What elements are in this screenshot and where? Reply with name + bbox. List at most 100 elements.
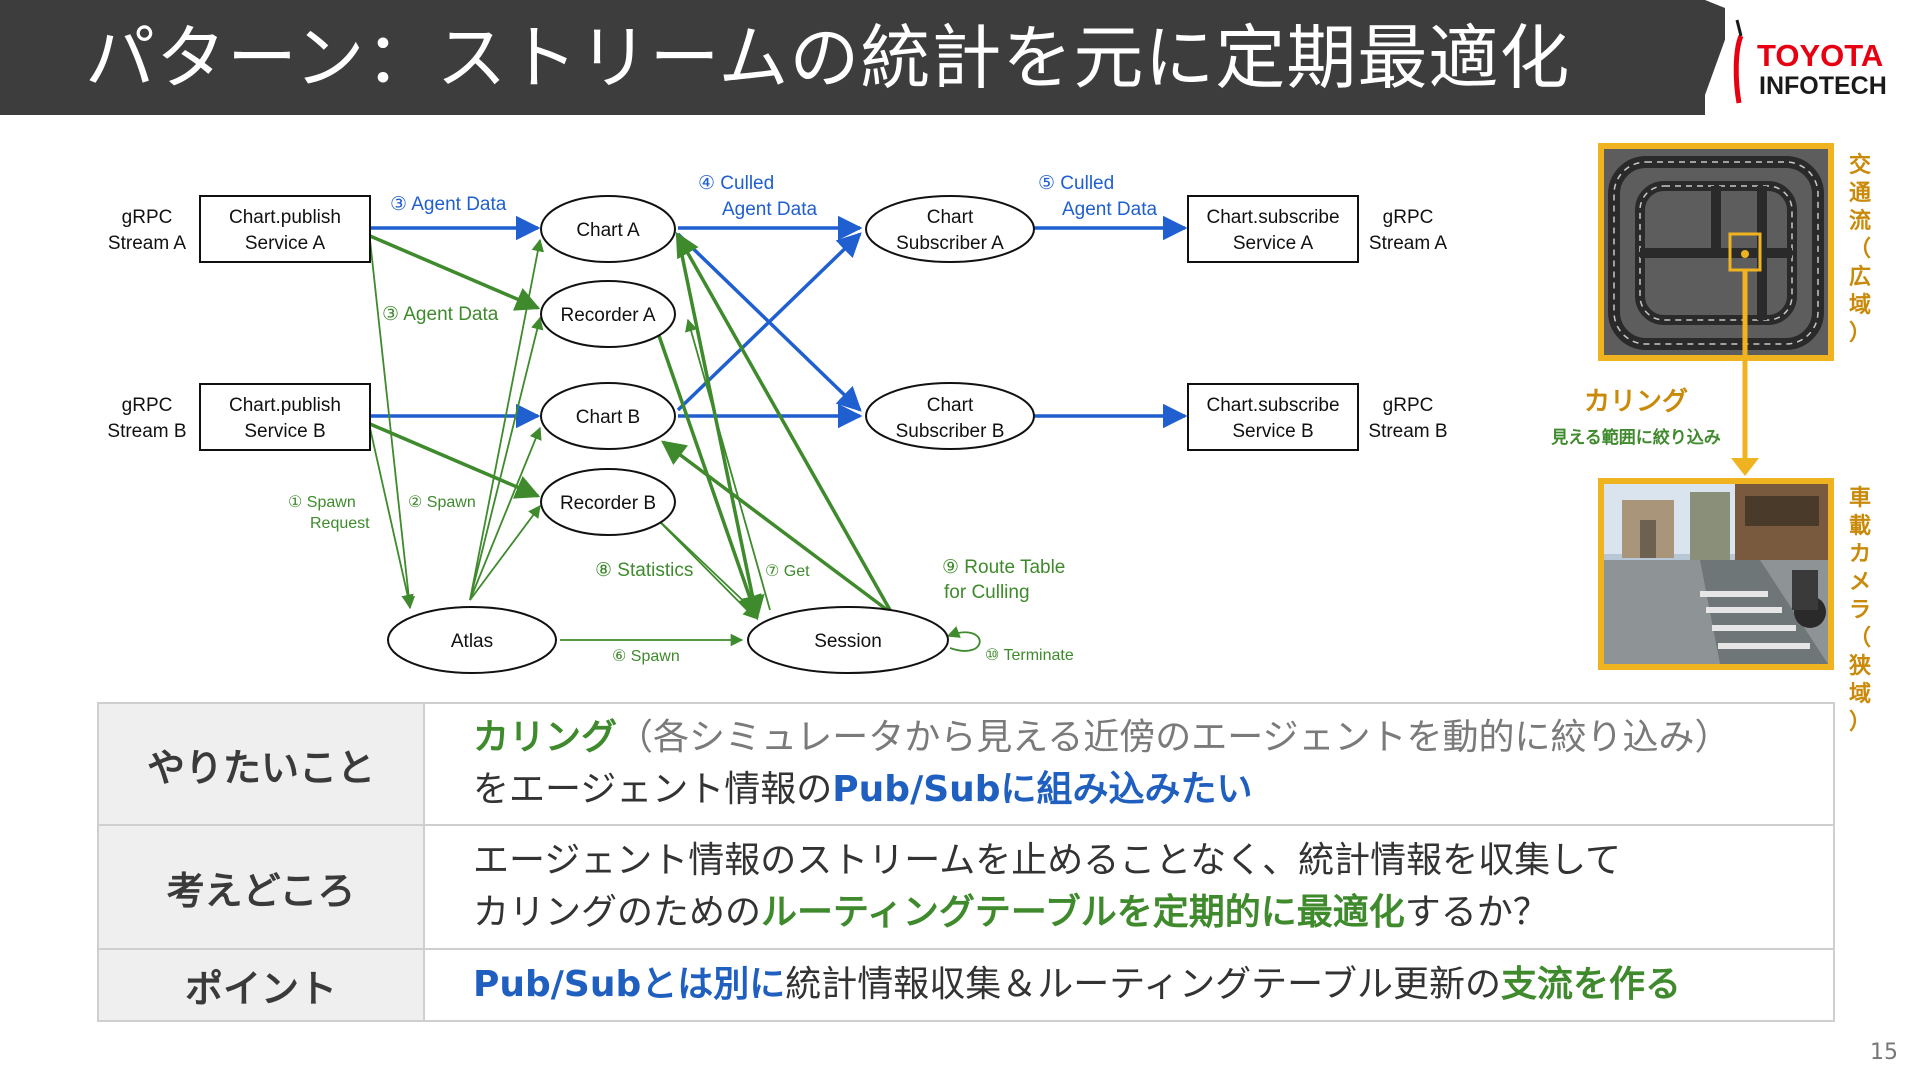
subscriber-a-node	[865, 195, 1035, 263]
publish-service-a-box	[199, 195, 371, 263]
green-thick-arrows	[369, 231, 892, 621]
grpc-stream-b-right-l1: gRPC	[1383, 395, 1434, 416]
label-route-table-l2: for Culling	[944, 582, 1030, 603]
chart-a-node	[540, 195, 676, 263]
table-row: ポイント Pub/Subとは別に統計情報収集＆ルーティングテーブル更新の支流を作…	[97, 948, 1835, 1022]
grpc-stream-a-right-l1: gRPC	[1383, 207, 1434, 228]
row-header-consideration: 考えどころ	[97, 824, 425, 950]
arrow-atlas-spawn-chart-b	[469, 426, 542, 601]
chart-b-label: Chart B	[576, 407, 640, 428]
row-header-goal: やりたいこと	[97, 702, 425, 826]
logo-line1: TOYOTA	[1757, 38, 1883, 73]
goal-line2: をエージェント情報のPub/Subに組み込みたい	[473, 764, 1832, 816]
label-get: ⑦ Get	[765, 563, 810, 580]
title-bar: パターン：ストリームの統計を元に定期最適化	[0, 0, 1725, 115]
label-terminate: ⑩ Terminate	[985, 647, 1074, 664]
subscriber-b-l1: Chart	[927, 395, 974, 416]
points-table: やりたいこと カリング（各シミュレータから見える近傍のエージェントを動的に絞り込…	[97, 702, 1835, 1022]
grpc-stream-b-left-l2: Stream B	[107, 421, 186, 442]
narrow-label-8: ）	[1849, 710, 1871, 735]
logo-swoosh	[1733, 35, 1744, 104]
subscribe-b-l1: Chart.subscribe	[1206, 395, 1339, 416]
label-culled-4-l2: Agent Data	[722, 199, 817, 220]
label-culled-5-l2: Agent Data	[1062, 199, 1157, 220]
point-branch: 支流を作る	[1500, 964, 1681, 1005]
point-text: 統計情報収集＆ルーティングテーブル更新の	[785, 964, 1501, 1005]
arrow-atlas-spawn-recorder-b	[469, 504, 541, 601]
subscriber-a-l1: Chart	[927, 207, 974, 228]
session-node	[747, 606, 949, 674]
arrow-recorder-b-statistics	[649, 511, 756, 619]
wide-label-4: 広	[1849, 264, 1871, 290]
arrow-session-to-chart-b	[661, 440, 892, 614]
subscriber-b-l2: Subscriber B	[896, 421, 1005, 442]
subscribe-a-l1: Chart.subscribe	[1206, 207, 1339, 228]
point-pubsub: Pub/Subとは別に	[473, 964, 786, 1005]
label-spawn-request-l2: Request	[310, 515, 370, 532]
recorder-a-node	[540, 280, 676, 348]
subscriber-b-node	[865, 382, 1035, 450]
narrow-label-5: （	[1849, 626, 1871, 651]
label-spawn-2: ② Spawn	[408, 494, 476, 511]
grpc-stream-a-left-l1: gRPC	[122, 207, 173, 228]
label-culled-5-l1: ⑤ Culled	[1038, 173, 1114, 194]
goal-pubsub: Pub/Subに組み込みたい	[832, 769, 1253, 810]
narrow-label-6: 狭	[1848, 654, 1871, 679]
table-row: やりたいこと カリング（各シミュレータから見える近傍のエージェントを動的に絞り込…	[97, 702, 1835, 826]
label-statistics: ⑧ Statistics	[595, 560, 693, 581]
connector-arrowhead	[1731, 458, 1759, 476]
narrow-label-2: カ	[1849, 542, 1871, 567]
subscribe-a-l2: Service A	[1233, 233, 1314, 254]
narrow-area-label: 車 載 カ メ ラ （ 狭 域 ）	[1848, 486, 1871, 735]
goal-line2-text: をエージェント情報の	[473, 769, 833, 810]
wide-label-1: 通	[1849, 181, 1871, 206]
wide-label-6: ）	[1849, 321, 1871, 346]
consideration-line2-b: するか？	[1404, 892, 1549, 933]
grpc-stream-b-left-l1: gRPC	[122, 395, 173, 416]
publish-b-l1: Chart.publish	[229, 395, 341, 416]
logo-swoosh-top	[1735, 19, 1743, 37]
recorder-b-node	[540, 468, 676, 536]
culling-subtitle: 見える範囲に絞り込み	[1550, 427, 1721, 448]
recorder-b-label: Recorder B	[560, 493, 656, 514]
subscribe-b-l2: Service B	[1232, 421, 1313, 442]
page-number: 15	[1870, 1040, 1898, 1065]
narrow-label-4: ラ	[1849, 598, 1871, 623]
label-spawn-6: ⑥ Spawn	[612, 648, 680, 665]
slide-title: パターン：ストリームの統計を元に定期最適化	[85, 17, 1571, 99]
arrow-atlas-spawn-recorder-a	[469, 316, 544, 601]
label-agent-data-green: ③ Agent Data	[382, 304, 499, 325]
toyota-infotech-logo: TOYOTA INFOTECH	[1705, 0, 1920, 115]
arrow-publish-b-to-recorder-b	[369, 422, 541, 499]
traffic-map-image	[1598, 143, 1834, 361]
logo-line2: INFOTECH	[1759, 72, 1887, 100]
publish-service-b-box	[199, 383, 371, 451]
recorder-a-label: Recorder A	[560, 305, 655, 326]
goal-culling: カリング	[473, 717, 618, 758]
consideration-line1: エージェント情報のストリームを止めることなく、統計情報を収集して	[473, 840, 1622, 881]
table-row: 考えどころ エージェント情報のストリームを止めることなく、統計情報を収集して カ…	[97, 824, 1835, 950]
publish-a-l1: Chart.publish	[229, 207, 341, 228]
culling-title: カリング	[1584, 387, 1688, 417]
side-panel: 交 通 流 （ 広 域 ） 車 載 カ メ ラ （ 狭 域 ） カリング 見える…	[1550, 143, 1871, 735]
wide-label-0: 交	[1849, 152, 1871, 178]
consideration-routing: ルーティングテーブルを定期的に最適化	[761, 892, 1405, 933]
arrow-atlas-spawn-chart-a	[469, 238, 545, 601]
arrow-session-to-chart-a	[675, 231, 892, 611]
arrow-spawn-request-b	[369, 427, 414, 608]
onboard-camera-image	[1598, 478, 1834, 670]
grpc-stream-a-left-l2: Stream A	[108, 233, 186, 254]
arrow-publish-a-to-recorder-a	[369, 234, 541, 311]
logo-background	[1705, 0, 1920, 115]
publish-b-l2: Service B	[244, 421, 325, 442]
chart-b-node	[540, 382, 676, 450]
row-body-point: Pub/Subとは別に統計情報収集＆ルーティングテーブル更新の支流を作る	[423, 948, 1835, 1022]
subscribe-service-a-box	[1187, 195, 1359, 263]
row-header-point: ポイント	[97, 948, 425, 1022]
narrow-label-7: 域	[1849, 681, 1871, 707]
blue-flow-arrows	[370, 215, 1188, 429]
arrow-spawn-request-a	[369, 239, 416, 610]
row-body-consideration: エージェント情報のストリームを止めることなく、統計情報を収集して カリングのため…	[423, 824, 1835, 950]
label-culled-4-l1: ④ Culled	[698, 173, 774, 194]
architecture-diagram: gRPC Stream A gRPC Stream B Chart.publis…	[107, 173, 1448, 674]
